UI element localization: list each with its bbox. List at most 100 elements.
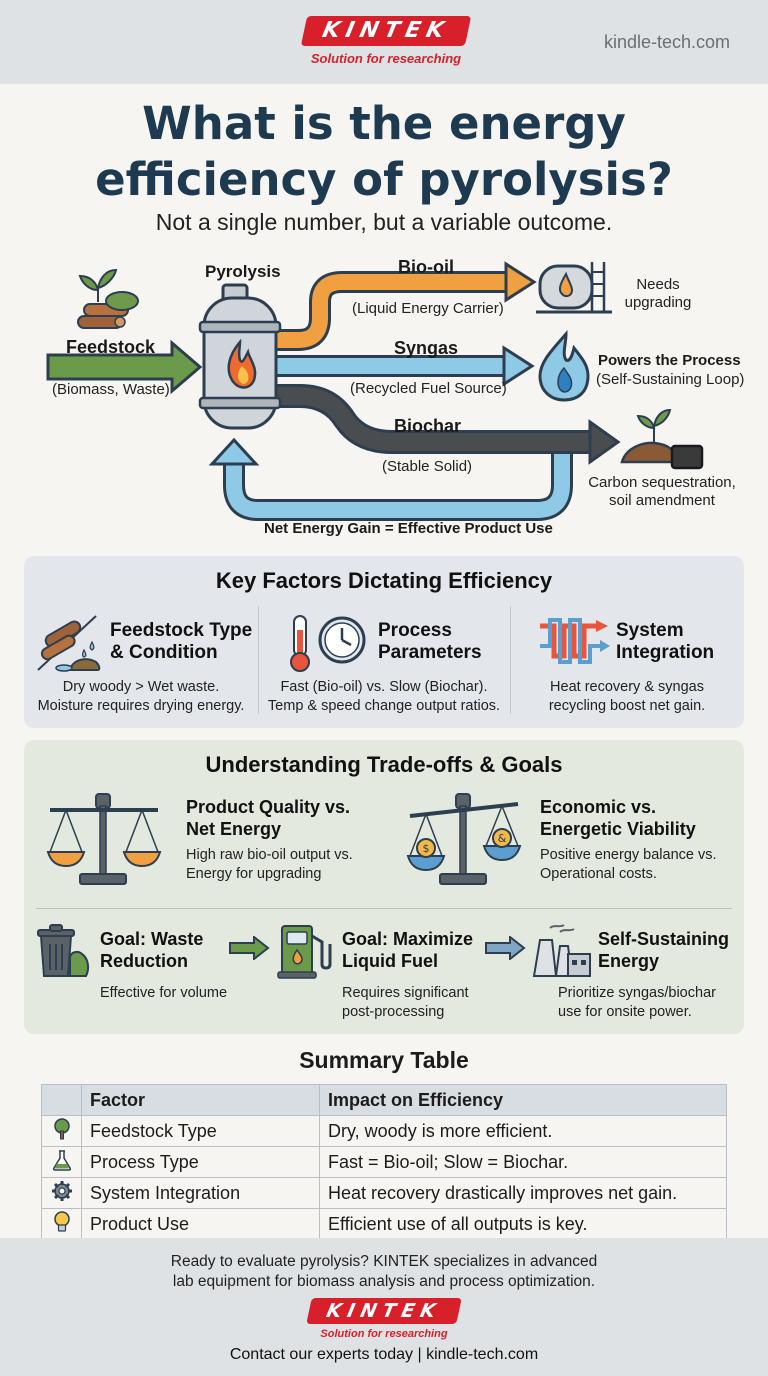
trash-bin-icon	[37, 924, 90, 977]
syngas-outcome-title: Powers the Process	[598, 352, 741, 369]
tradeoff-economic-heading: Economic vs. Energetic Viability	[540, 796, 696, 840]
impact-cell: Fast = Bio-oil; Slow = Biochar.	[319, 1146, 727, 1178]
tree-icon	[53, 1117, 70, 1139]
syngas-arrow-head	[502, 345, 535, 387]
feedstock-sub: (Biomass, Waste)	[52, 381, 170, 398]
syngas-outcome-sub: (Self-Sustaining Loop)	[596, 371, 745, 388]
net-gain-label: Net Energy Gain = Effective Product Use	[264, 520, 553, 537]
divider	[258, 606, 259, 714]
fuel-pump-icon	[277, 925, 332, 979]
factor-process-heading: Process Parameters	[378, 620, 482, 664]
desc-line: Dry woody > Wet waste.	[62, 679, 220, 695]
svg-text:$: $	[423, 842, 430, 855]
heading-line: Energy	[598, 951, 660, 971]
heading-line: Energetic Viability	[540, 819, 696, 839]
site-url[interactable]: kindle-tech.com	[604, 32, 731, 52]
table-row: Product Use Efficient use of all outputs…	[41, 1208, 727, 1240]
table-header-row: Factor Impact on Efficiency	[41, 1084, 727, 1116]
title-line-2: efficiency of pyrolysis?	[95, 153, 673, 206]
heading-line: Feedstock Type	[110, 620, 253, 641]
title-line-1: What is the energy	[142, 97, 626, 150]
footer-cta-text: Ready to evaluate pyrolysis? KINTEK spec…	[0, 1252, 768, 1292]
tradeoff-quality-desc: High raw bio-oil output vs. Energy for u…	[186, 846, 353, 884]
feedstock-arrow	[46, 339, 203, 395]
footer: Ready to evaluate pyrolysis? KINTEK spec…	[0, 1238, 768, 1376]
biooil-label: Bio-oil	[398, 257, 454, 277]
factor-cell: Product Use	[81, 1208, 320, 1240]
syngas-label: Syngas	[394, 338, 459, 358]
desc-line: post-processing	[342, 1004, 445, 1020]
heading-line: Liquid Fuel	[342, 951, 438, 971]
reactor-label: Pyrolysis	[205, 262, 281, 281]
arrow-right-icon	[485, 936, 526, 960]
gas-flame-icon	[538, 330, 590, 402]
factor-cell: Process Type	[81, 1146, 320, 1178]
row-icon-cell	[41, 1177, 82, 1209]
desc-line: Effective for volume	[100, 985, 228, 1001]
tradeoffs-panel: Understanding Trade-offs & Goals Product…	[24, 740, 744, 1034]
reactor-flame-icon	[227, 338, 257, 389]
biochar-outcome: Carbon sequestration, soil amendment	[588, 474, 736, 509]
impact-column-header: Impact on Efficiency	[319, 1084, 727, 1116]
biooil-sub: (Liquid Energy Carrier)	[352, 300, 504, 317]
loop-arrow-head	[208, 437, 260, 466]
footer-contact-link[interactable]: Contact our experts today | kindle-tech.…	[229, 1346, 539, 1363]
factor-cell: Feedstock Type	[81, 1115, 320, 1147]
icon-column-header	[41, 1084, 82, 1116]
desc-line: Heat recovery & syngas	[550, 679, 704, 695]
goal-fuel-heading: Goal: Maximize Liquid Fuel	[342, 928, 473, 972]
heading-line: & Condition	[110, 642, 218, 663]
desc-line: Energy for upgrading	[186, 866, 322, 882]
logo-text: KINTEK	[300, 16, 472, 46]
factor-integration-desc: Heat recovery & syngas recycling boost n…	[512, 678, 742, 716]
factor-column-header: Factor	[81, 1084, 320, 1116]
factor-process-desc: Fast (Bio-oil) vs. Slow (Biochar). Temp …	[260, 678, 508, 716]
desc-line: use for onsite power.	[558, 1004, 692, 1020]
factor-feedstock-desc: Dry woody > Wet waste. Moisture requires…	[28, 678, 254, 716]
reactor-band-bottom	[198, 396, 282, 410]
syngas-sub: (Recycled Fuel Source)	[350, 380, 507, 397]
kintek-logo[interactable]: KINTEK Solution for researching	[298, 16, 474, 66]
footer-kintek-logo[interactable]: KINTEK Solution for researching	[304, 1298, 464, 1340]
biochar-flow-body	[268, 387, 592, 451]
cta-line: lab equipment for biomass analysis and p…	[172, 1273, 596, 1290]
heading-line: Net Energy	[186, 819, 282, 839]
row-icon-cell	[41, 1115, 82, 1147]
balance-scale-icon	[46, 793, 162, 885]
desc-line: Fast (Bio-oil) vs. Slow (Biochar).	[280, 679, 488, 695]
factor-integration-heading: System Integration	[616, 620, 714, 664]
feedstock-label: Feedstock	[66, 337, 156, 357]
factor-feedstock-heading: Feedstock Type & Condition	[110, 620, 252, 664]
thermometer-clock-icon	[290, 615, 366, 672]
wet-logs-icon	[37, 615, 101, 672]
heat-exchanger-icon	[540, 618, 610, 664]
svg-text:&: &	[498, 832, 507, 845]
tradeoff-quality-heading: Product Quality vs. Net Energy	[186, 796, 350, 840]
biochar-arrow-head	[588, 419, 621, 465]
reactor-flame-inner	[237, 366, 249, 384]
key-factors-panel: Key Factors Dictating Efficiency Feedsto…	[24, 556, 744, 728]
logo-tagline: Solution for researching	[310, 51, 462, 66]
heading-line: Process	[378, 620, 452, 641]
feedstock-icon	[77, 268, 139, 329]
biochar-sub: (Stable Solid)	[382, 458, 473, 475]
heading-line: Reduction	[100, 951, 188, 971]
reactor-band-top	[198, 320, 282, 334]
goal-self-sustaining-heading: Self-Sustaining Energy	[598, 928, 729, 972]
desc-line: Operational costs.	[540, 866, 657, 882]
heading-line: Goal: Waste	[100, 929, 204, 949]
cta-line: Ready to evaluate pyrolysis? KINTEK spec…	[170, 1253, 598, 1270]
loop-arrow-body	[226, 432, 570, 518]
impact-cell: Heat recovery drastically improves net g…	[319, 1177, 727, 1209]
goal-fuel-desc: Requires significant post-processing	[342, 984, 469, 1022]
goal-waste-heading: Goal: Waste Reduction	[100, 928, 203, 972]
desc-line: Moisture requires drying energy.	[37, 698, 245, 714]
logo-text: KINTEK	[306, 1298, 462, 1324]
oil-tank-icon	[536, 262, 612, 314]
row-icon-cell	[41, 1208, 82, 1240]
desc-line: Positive energy balance vs.	[540, 847, 717, 863]
lightbulb-icon	[53, 1210, 70, 1232]
table-row: System Integration Heat recovery drastic…	[41, 1177, 727, 1209]
biochar-soil-icon	[620, 408, 704, 470]
logo-tagline: Solution for researching	[320, 1328, 448, 1340]
